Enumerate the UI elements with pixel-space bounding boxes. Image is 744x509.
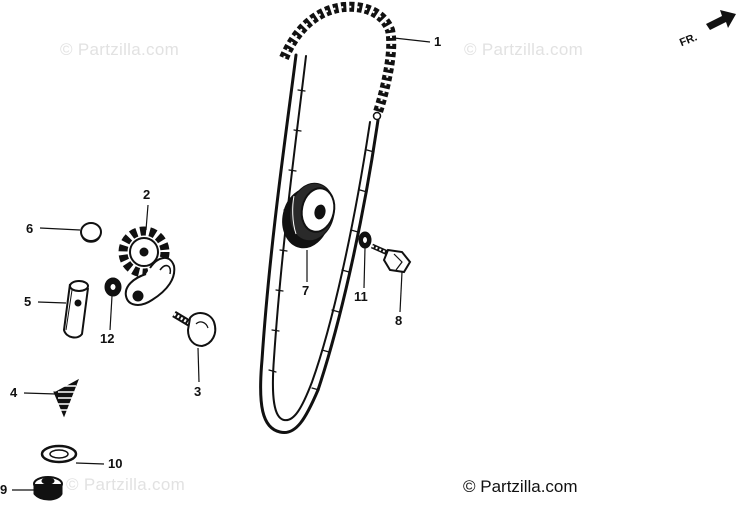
guide-roller	[282, 182, 336, 249]
washer-11	[358, 231, 372, 249]
callout-5: 5	[24, 294, 32, 309]
callout-2: 2	[143, 187, 151, 202]
washer-10	[40, 444, 78, 464]
spring-4	[53, 378, 79, 418]
callout-8: 8	[395, 313, 403, 328]
pin-5	[62, 280, 89, 339]
leader-lines	[12, 37, 431, 491]
watermark-top-right: © Partzilla.com	[464, 40, 584, 59]
copyright-text: © Partzilla.com	[463, 477, 578, 496]
callout-10: 10	[108, 456, 123, 471]
cap-6	[80, 222, 102, 243]
washer-12	[104, 277, 122, 297]
callout-4: 4	[10, 385, 18, 400]
callout-7: 7	[302, 283, 310, 298]
front-arrow-icon	[706, 10, 736, 30]
plug-9	[33, 476, 63, 501]
callout-12: 12	[100, 331, 115, 346]
tensioner-sprocket	[118, 226, 176, 306]
bolt-8	[370, 243, 412, 274]
watermark-top-left: © Partzilla.com	[60, 40, 180, 59]
bolt-3	[172, 310, 217, 348]
cam-chain-upper-links	[279, 1, 397, 121]
callout-1: 1	[434, 34, 442, 49]
callout-6: 6	[26, 221, 34, 236]
callout-3: 3	[194, 384, 202, 399]
callout-9: 9	[0, 482, 8, 497]
cam-chain	[259, 53, 380, 435]
callout-11: 11	[354, 289, 368, 304]
watermark-bottom: © Partzilla.com	[66, 475, 186, 494]
